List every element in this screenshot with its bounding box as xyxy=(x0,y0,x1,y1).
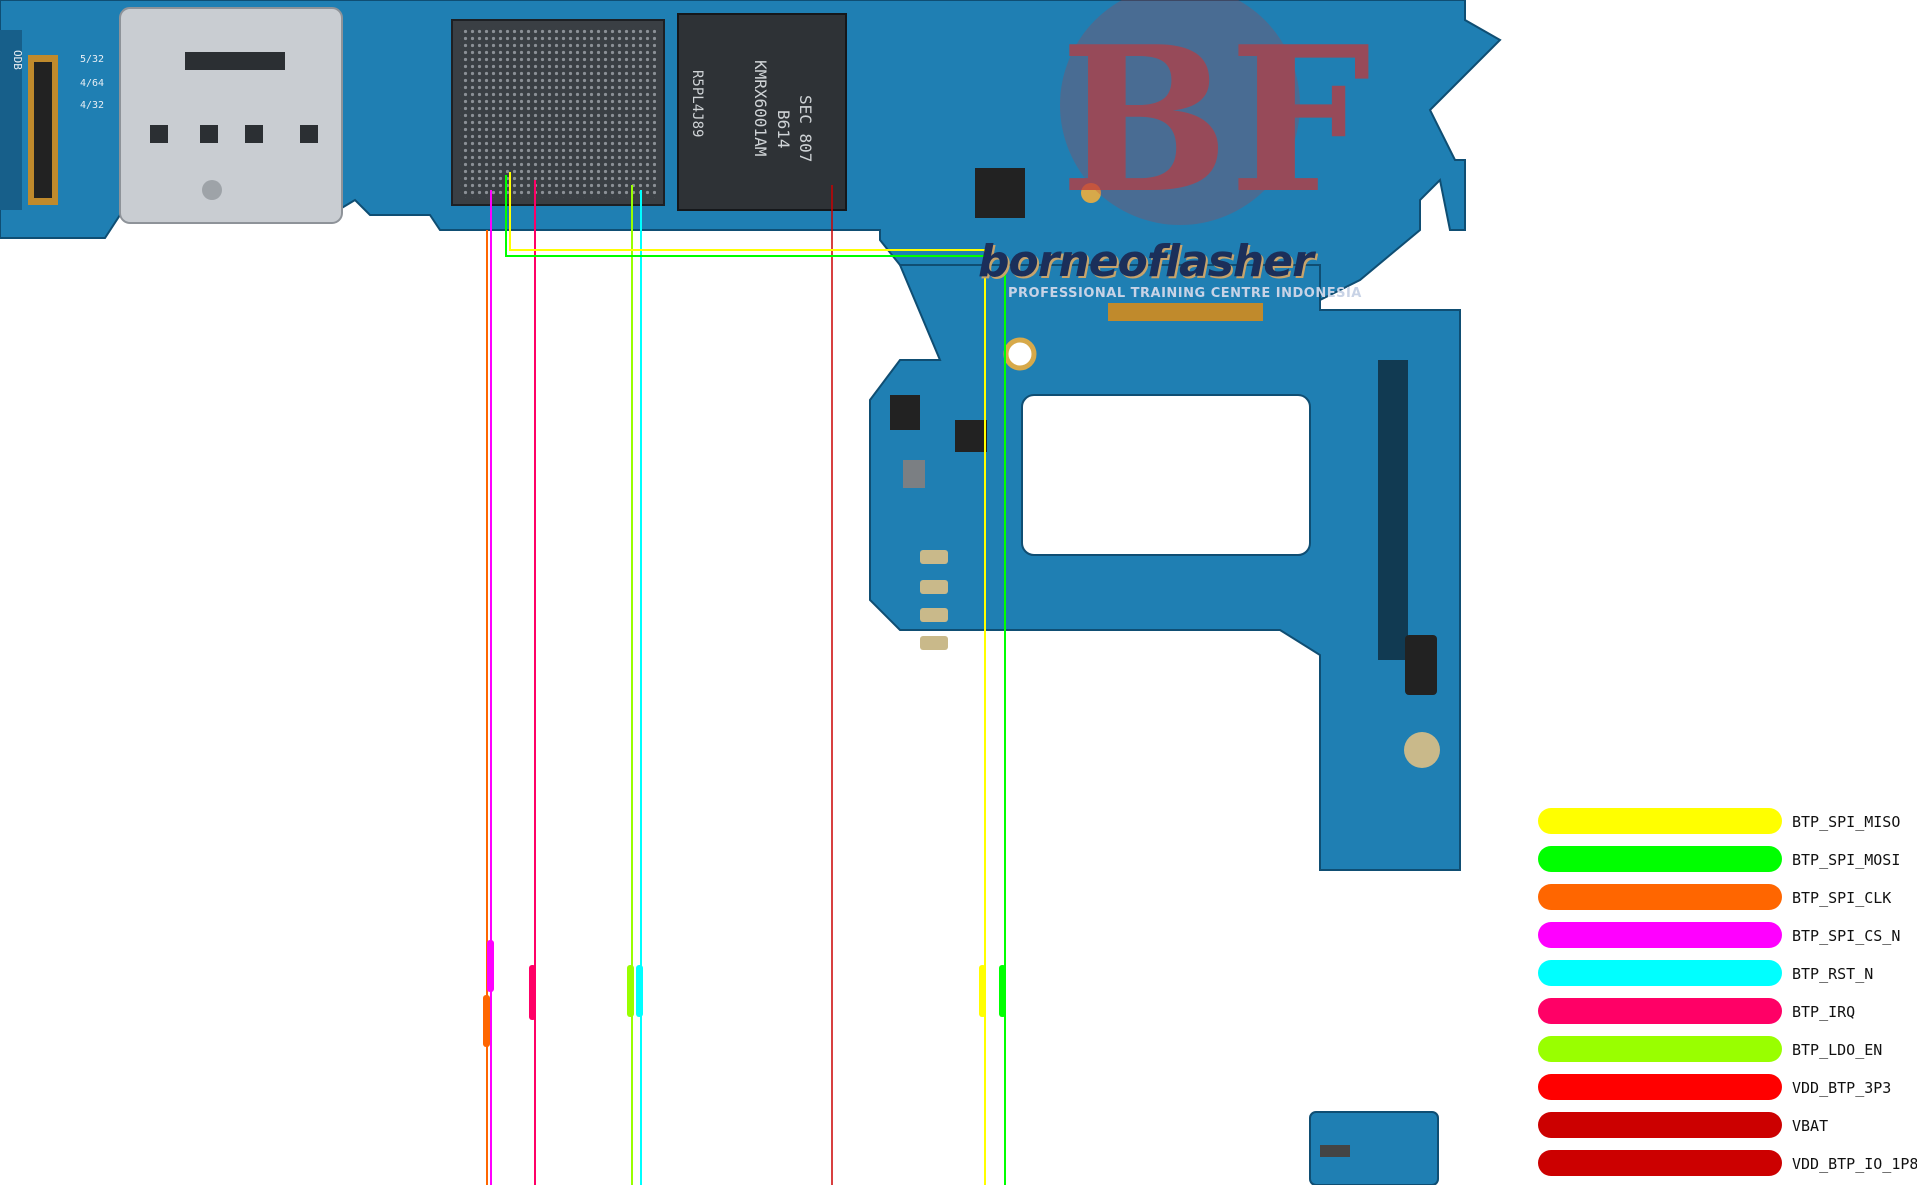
legend-swatch xyxy=(1538,808,1782,834)
legend-swatch xyxy=(1538,960,1782,986)
brand-watermark: borneoflasher xyxy=(978,236,1314,287)
sim-tray-shield xyxy=(119,7,343,224)
side-label-3: 4/32 xyxy=(80,100,104,111)
legend-row: BTP_SPI_CLK xyxy=(1538,884,1917,922)
bga-chip xyxy=(451,19,665,206)
legend-row: BTP_SPI_CS_N xyxy=(1538,922,1917,960)
legend-row: BTP_IRQ xyxy=(1538,998,1917,1036)
signal-legend: BTP_SPI_MISO BTP_SPI_MOSI BTP_SPI_CLK BTP_S… xyxy=(1538,808,1917,1188)
legend-swatch xyxy=(1538,1112,1782,1138)
legend-label: VBAT xyxy=(1792,1117,1829,1135)
legend-swatch xyxy=(1538,922,1782,948)
chip-marking-4: R5PL4J89 xyxy=(689,70,705,137)
legend-row: BTP_SPI_MISO xyxy=(1538,808,1917,846)
legend-row: BTP_RST_N xyxy=(1538,960,1917,998)
legend-label: BTP_RST_N xyxy=(1792,965,1874,983)
legend-label: BTP_SPI_CLK xyxy=(1792,889,1892,907)
legend-label: BTP_SPI_MISO xyxy=(1792,813,1901,831)
chip-marking-2: B614 xyxy=(774,110,793,149)
legend-swatch xyxy=(1538,1150,1782,1176)
probe-marker xyxy=(627,965,634,1017)
probe-marker xyxy=(999,965,1006,1017)
legend-swatch xyxy=(1538,998,1782,1024)
legend-swatch xyxy=(1538,846,1782,872)
side-label-2: 4/64 xyxy=(80,78,104,89)
bf-logo-text: BF xyxy=(1060,3,1371,238)
probe-marker xyxy=(483,995,490,1047)
legend-swatch xyxy=(1538,884,1782,910)
probe-marker xyxy=(979,965,986,1017)
legend-label: BTP_IRQ xyxy=(1792,1003,1856,1021)
probe-marker xyxy=(487,940,494,992)
legend-swatch xyxy=(1538,1074,1782,1100)
chip-marking-3: KMRX6001AM xyxy=(751,60,770,156)
legend-row: VBAT xyxy=(1538,1112,1917,1150)
legend-row: BTP_LDO_EN xyxy=(1538,1036,1917,1074)
signal-traces xyxy=(483,172,1006,1185)
legend-swatch xyxy=(1538,1036,1782,1062)
memory-chip: SEC 807 B614 KMRX6001AM R5PL4J89 xyxy=(677,13,847,211)
trace-line xyxy=(509,172,986,1185)
side-label-1: 5/32 xyxy=(80,54,104,65)
small-components xyxy=(890,168,1440,768)
legend-row: VDD_BTP_IO_1P8 xyxy=(1538,1150,1917,1188)
probe-marker xyxy=(529,965,536,1020)
legend-label: VDD_BTP_IO_1P8 xyxy=(1792,1155,1917,1173)
legend-row: VDD_BTP_3P3 xyxy=(1538,1074,1917,1112)
legend-label: BTP_SPI_CS_N xyxy=(1792,927,1901,945)
brand-tagline: PROFESSIONAL TRAINING CENTRE INDONESIA xyxy=(1008,286,1362,301)
chip-marking-1: SEC 807 xyxy=(796,95,815,162)
legend-label: BTP_SPI_MOSI xyxy=(1792,851,1901,869)
trace-line xyxy=(505,175,1006,1185)
legend-label: VDD_BTP_3P3 xyxy=(1792,1079,1892,1097)
probe-marker xyxy=(636,965,643,1017)
odb-label: ODB xyxy=(11,50,24,70)
legend-row: BTP_SPI_MOSI xyxy=(1538,846,1917,884)
bf-logo: BF xyxy=(1060,0,1371,238)
legend-label: BTP_LDO_EN xyxy=(1792,1041,1883,1059)
